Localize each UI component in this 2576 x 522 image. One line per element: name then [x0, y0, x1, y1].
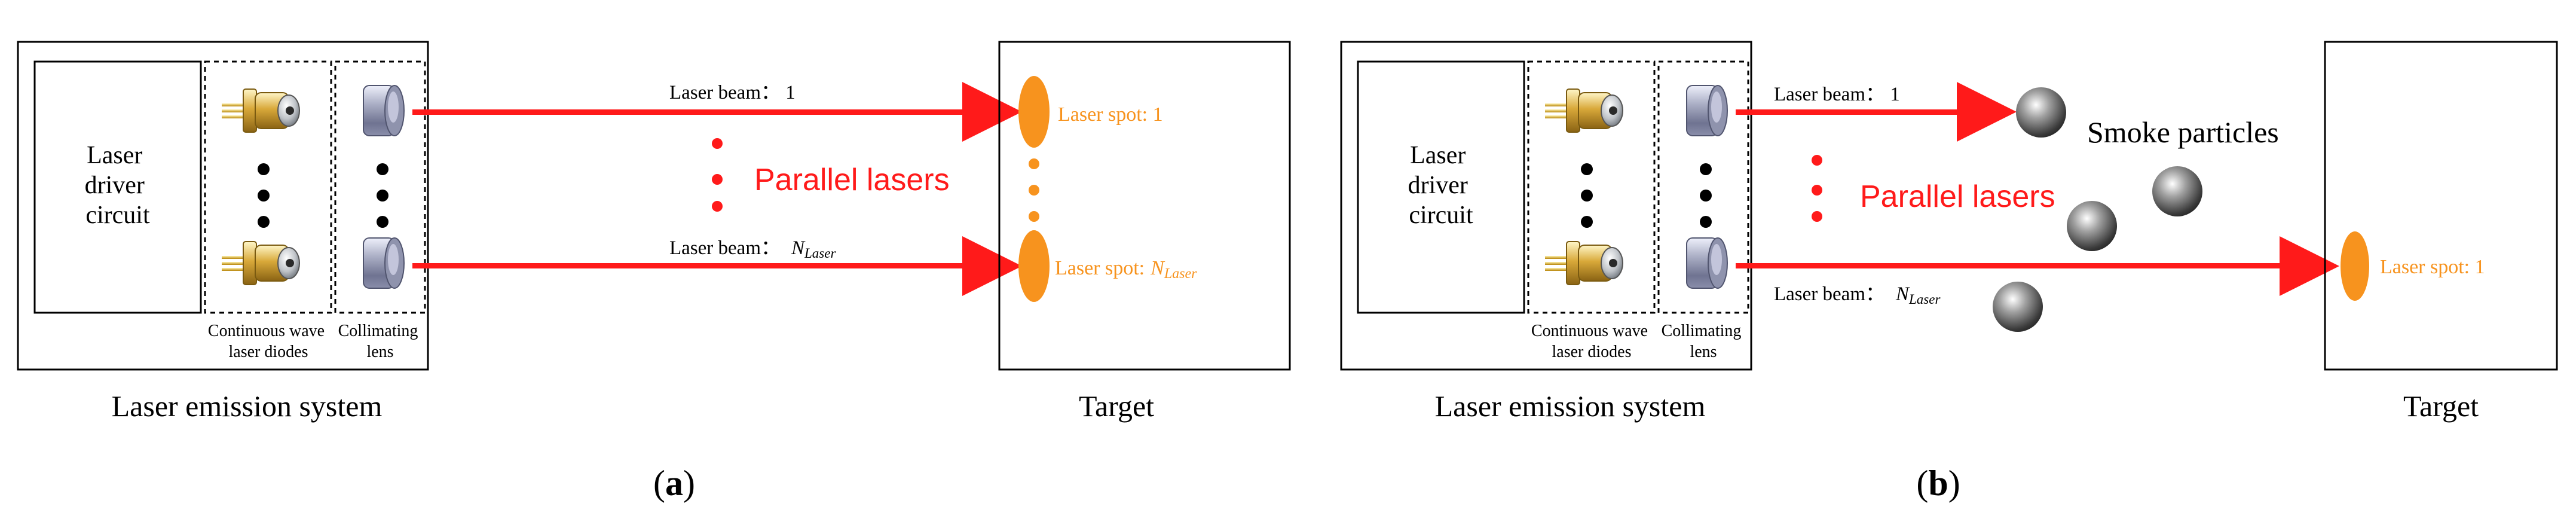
beam-bottom-label: Laser beam：NLaser [1774, 283, 1941, 307]
ellipsis-dot-red [712, 138, 723, 149]
spot-bottom-label: Laser spot:NLaser [1055, 257, 1197, 282]
smoke-particle-icon [2016, 87, 2066, 138]
laser-diode-icon [221, 241, 300, 285]
lens-box [334, 60, 426, 314]
target-label: Target [1079, 389, 1154, 423]
ellipsis-dot [258, 216, 270, 228]
beam-top-label: Laser beam： 1 [669, 82, 796, 103]
spot-top-label: Laser spot: 1 [1058, 103, 1163, 126]
laser-beam-bottom [1736, 263, 2280, 268]
laser-beam-bottom [412, 263, 962, 268]
panel-a: Laser driver circuit Continuous wave las… [17, 41, 1291, 503]
beam-arrowhead [1957, 82, 2017, 142]
ellipsis-dot-red [712, 174, 723, 185]
collimating-lens-icon [363, 85, 405, 136]
collimating-lens-icon [1686, 237, 1728, 289]
laser-beam-top [1736, 109, 1957, 115]
laser-spot [1018, 230, 1050, 302]
ellipsis-dot [258, 163, 270, 175]
diodes-box [1527, 60, 1656, 314]
diodes-box [204, 60, 332, 314]
beam-top-label: Laser beam： 1 [1774, 84, 1900, 105]
ellipsis-dot-orange [1029, 211, 1039, 222]
laser-diode-icon [1544, 241, 1623, 285]
smoke-label: Smoke particles [2087, 115, 2279, 149]
beam-arrowhead [962, 82, 1022, 142]
panel-b: Laser driver circuit Continuous wave las… [1340, 41, 2558, 503]
laser-spot [2341, 231, 2369, 301]
parallel-lasers-label: Parallel lasers [754, 163, 950, 197]
beam-arrowhead [962, 236, 1022, 296]
driver-label: Laser driver circuit [85, 142, 151, 229]
smoke-particle-icon [1993, 282, 2043, 332]
ellipsis-dot [1581, 190, 1593, 202]
ellipsis-dot-orange [1029, 185, 1039, 196]
ellipsis-dot [377, 190, 388, 202]
laser-beam-top [412, 109, 962, 115]
collimating-lens-icon [363, 237, 405, 289]
emission-system-box [17, 41, 429, 371]
ellipsis-dot-red [1812, 155, 1822, 166]
ellipsis-dot [1700, 190, 1712, 202]
ellipsis-dot [1581, 216, 1593, 228]
driver-circuit-box [33, 60, 202, 314]
parallel-lasers-label: Parallel lasers [1860, 179, 2055, 214]
ellipsis-dot-red [712, 201, 723, 212]
diodes-label: Continuous wave laser diodes [1531, 322, 1652, 361]
ellipsis-dot [377, 216, 388, 228]
target-box [2324, 41, 2558, 371]
ellipsis-dot-red [1812, 185, 1822, 196]
diodes-label: Continuous wave laser diodes [208, 322, 329, 361]
ellipsis-dot [377, 163, 388, 175]
ellipsis-dot-orange [1029, 158, 1039, 169]
target-label: Target [2403, 389, 2479, 423]
collimating-lens-icon [1686, 85, 1728, 136]
ellipsis-dot [258, 190, 270, 202]
ellipsis-dot [1581, 163, 1593, 175]
ellipsis-dot [1700, 163, 1712, 175]
lens-label: Collimating lens [338, 322, 423, 361]
panel-caption: (b) [1916, 463, 1960, 503]
target-box [998, 41, 1291, 371]
system-label: Laser emission system [112, 389, 383, 423]
smoke-particle-icon [2152, 166, 2202, 216]
ellipsis-dot-red [1812, 211, 1822, 222]
driver-circuit-box [1357, 60, 1525, 314]
emission-system-box [1340, 41, 1752, 371]
system-label: Laser emission system [1435, 389, 1706, 423]
beam-bottom-label: Laser beam：NLaser [669, 237, 836, 261]
lens-box [1657, 60, 1749, 314]
lens-label: Collimating lens [1662, 322, 1746, 361]
ellipsis-dot [1700, 216, 1712, 228]
laser-spot [1018, 76, 1050, 148]
laser-diode-icon [1544, 88, 1623, 133]
panel-caption: (a) [653, 463, 695, 503]
driver-label: Laser driver circuit [1408, 142, 1474, 229]
laser-diode-icon [221, 88, 300, 133]
beam-arrowhead [2280, 236, 2339, 296]
smoke-particle-icon [2067, 201, 2117, 251]
spot-label: Laser spot: 1 [2380, 256, 2485, 278]
